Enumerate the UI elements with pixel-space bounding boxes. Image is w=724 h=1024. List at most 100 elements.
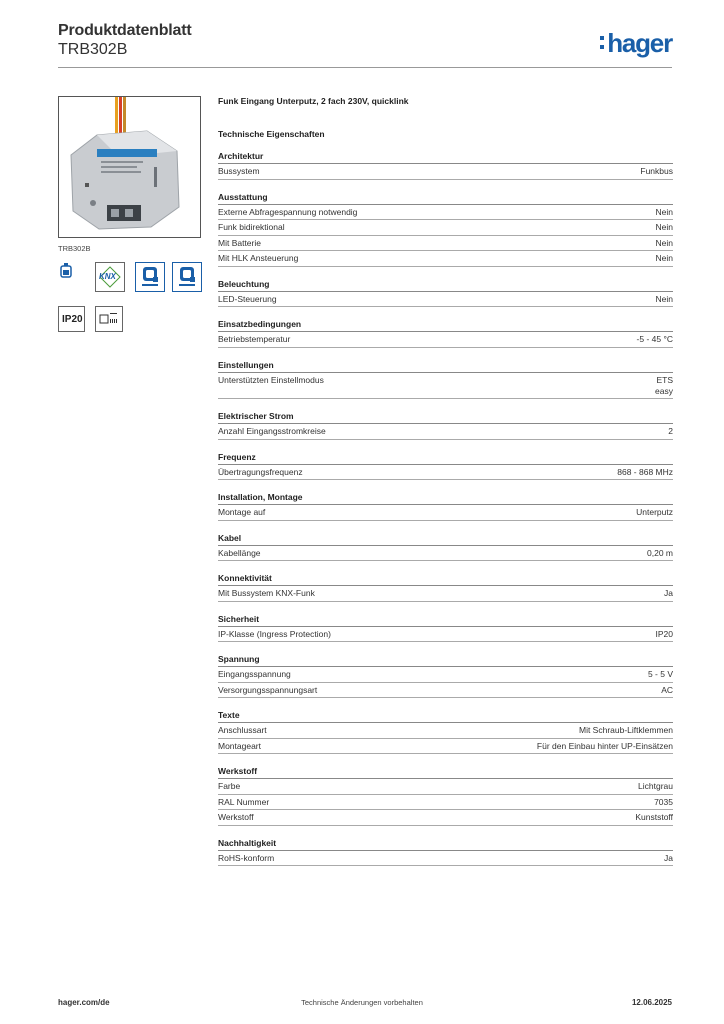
spec-row: Farbe Lichtgrau bbox=[218, 779, 673, 795]
spec-value-line: -5 - 45 °C bbox=[636, 334, 673, 344]
product-name: Funk Eingang Unterputz, 2 fach 230V, qui… bbox=[218, 96, 409, 106]
spec-value-line: Lichtgrau bbox=[638, 781, 673, 791]
spec-group-title: Nachhaltigkeit bbox=[218, 838, 673, 851]
logo-colon-icon bbox=[600, 36, 605, 50]
hager-logo: hager bbox=[600, 28, 673, 59]
spec-value: Nein bbox=[656, 207, 673, 218]
spec-value-line: 0,20 m bbox=[647, 547, 673, 558]
quicklink-badge-2 bbox=[172, 262, 202, 292]
spec-value: 7035 bbox=[654, 797, 673, 808]
spec-label: Farbe bbox=[218, 781, 241, 791]
spec-label: Eingangsspannung bbox=[218, 669, 291, 679]
footer-date: 12.06.2025 bbox=[631, 998, 672, 1007]
spec-label: IP-Klasse (Ingress Protection) bbox=[218, 628, 331, 639]
spec-value: Für den Einbau hinter UP-Einsätzen bbox=[537, 741, 673, 752]
ip-rating-badge: IP20 bbox=[58, 306, 85, 332]
spec-label: RAL Nummer bbox=[218, 796, 270, 807]
knx-label: KNX bbox=[99, 272, 116, 281]
spec-row: RAL Nummer 7035 bbox=[218, 795, 673, 810]
spec-value-line: Ja bbox=[664, 588, 673, 598]
spec-label: Externe Abfragespannung notwendig bbox=[218, 206, 358, 217]
spec-group-title: Beleuchtung bbox=[218, 279, 673, 292]
spec-value: Nein bbox=[656, 253, 673, 264]
spec-value: Kunststoff bbox=[635, 812, 673, 823]
product-illustration-icon bbox=[70, 97, 180, 230]
spec-value: Unterputz bbox=[636, 507, 673, 518]
spec-value: Ja bbox=[664, 853, 673, 864]
spec-row: Mit HLK Ansteuerung Nein bbox=[218, 251, 673, 267]
spec-row: RoHS-konform Ja bbox=[218, 851, 673, 866]
specification-content: Funk Eingang Unterputz, 2 fach 230V, qui… bbox=[218, 96, 673, 866]
spec-value-line: IP20 bbox=[655, 628, 674, 639]
spec-label: Mit HLK Ansteuerung bbox=[218, 253, 299, 263]
product-type-icon bbox=[60, 263, 72, 278]
spec-value-line: Nein bbox=[655, 237, 673, 248]
spec-label: RoHS-konform bbox=[218, 852, 275, 863]
spec-group-title: Konnektivität bbox=[218, 573, 673, 586]
product-image bbox=[58, 96, 201, 238]
spec-row: Versorgungsspannungsart AC bbox=[218, 683, 673, 698]
spec-row: Externe Abfragespannung notwendig Nein bbox=[218, 205, 673, 220]
spec-group-title: Werkstoff bbox=[218, 766, 673, 779]
spec-value: Funkbus bbox=[640, 166, 673, 177]
spec-value-line: 7035 bbox=[654, 796, 673, 807]
spec-value-line: ETS bbox=[656, 374, 673, 385]
spec-label: Kabellänge bbox=[218, 547, 261, 558]
spec-value: Lichtgrau bbox=[638, 781, 673, 792]
spec-group-title: Einsatzbedingungen bbox=[218, 319, 673, 332]
spec-group-title: Architektur bbox=[218, 151, 673, 164]
spec-value-line: easy bbox=[655, 385, 673, 396]
spec-value: Nein bbox=[656, 294, 673, 305]
spec-value: Mit Schraub-Liftklemmen bbox=[579, 725, 673, 736]
spec-group-title: Texte bbox=[218, 710, 673, 723]
spec-value-line: AC bbox=[661, 684, 673, 695]
spec-value-line: Ja bbox=[664, 852, 673, 863]
spec-row: Kabellänge 0,20 m bbox=[218, 546, 673, 561]
logo-text: hager bbox=[607, 28, 673, 58]
spec-label: Übertragungsfrequenz bbox=[218, 466, 303, 477]
footer-website: hager.com/de bbox=[58, 998, 110, 1007]
spec-label: Unterstützten Einstellmodus bbox=[218, 374, 324, 385]
spec-group-title: Einstellungen bbox=[218, 360, 673, 373]
spec-label: Versorgungsspannungsart bbox=[218, 684, 318, 695]
product-type-badge bbox=[58, 262, 84, 288]
spec-label: Betriebstemperatur bbox=[218, 334, 291, 344]
spec-row: Eingangsspannung 5 - 5 V bbox=[218, 667, 673, 683]
spec-value-line: Nein bbox=[655, 206, 673, 217]
spec-label: Montage auf bbox=[218, 507, 266, 517]
spec-value-line: 2 bbox=[668, 426, 673, 436]
quicklink-logo-icon bbox=[142, 267, 158, 286]
spec-row: Montage auf Unterputz bbox=[218, 505, 673, 521]
quicklink-logo-icon bbox=[179, 267, 195, 286]
quicklink-badge bbox=[135, 262, 165, 292]
spec-label: Montageart bbox=[218, 740, 261, 751]
spec-value: AC bbox=[661, 685, 673, 696]
spec-value-line: Mit Schraub-Liftklemmen bbox=[578, 725, 673, 735]
knx-logo-icon bbox=[99, 266, 121, 288]
spec-label: Mit Bussystem KNX-Funk bbox=[218, 588, 315, 598]
spec-value-line: Kunststoff bbox=[635, 812, 673, 822]
spec-row: Mit Bussystem KNX-Funk Ja bbox=[218, 586, 673, 602]
spec-row: Betriebstemperatur -5 - 45 °C bbox=[218, 332, 673, 348]
spec-group-title: Frequenz bbox=[218, 452, 673, 465]
spec-group-title: Ausstattung bbox=[218, 192, 673, 205]
spec-value: 5 - 5 V bbox=[648, 669, 673, 680]
spec-label: Werkstoff bbox=[218, 812, 254, 822]
enclosure-badge bbox=[95, 306, 123, 332]
